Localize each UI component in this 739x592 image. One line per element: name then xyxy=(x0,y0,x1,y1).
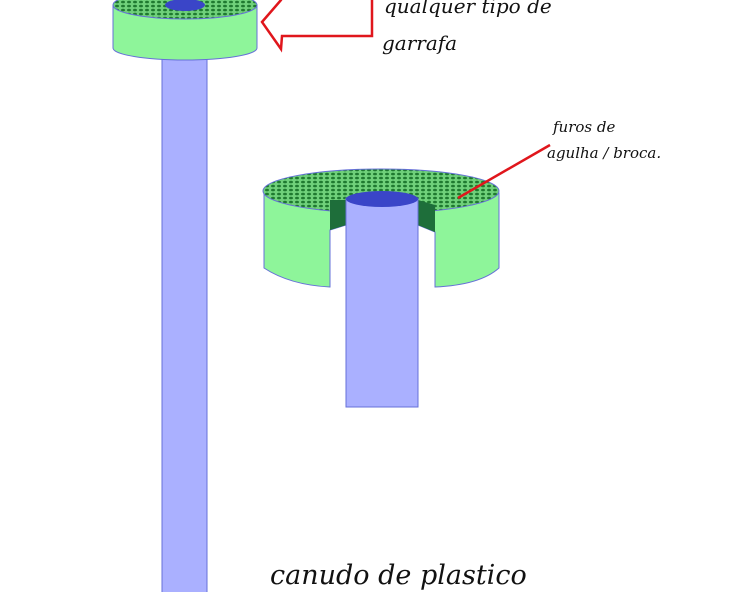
label-bottle-line1: qualquer tipo de xyxy=(384,0,552,18)
label-bottle-line2: garrafa xyxy=(382,31,457,55)
red-arrow xyxy=(260,0,374,53)
long-straw xyxy=(161,44,208,592)
label-holes-line1: furos de xyxy=(552,118,615,136)
short-straw xyxy=(345,197,419,408)
top-cap xyxy=(112,0,258,61)
cutaway-cap xyxy=(262,168,500,408)
label-straw: canudo de plastico xyxy=(270,560,527,591)
pointer-line xyxy=(457,143,551,200)
label-holes-line2: agulha / broca. xyxy=(547,144,661,162)
top-cap-hole xyxy=(165,0,205,11)
short-straw-hole xyxy=(346,191,418,207)
